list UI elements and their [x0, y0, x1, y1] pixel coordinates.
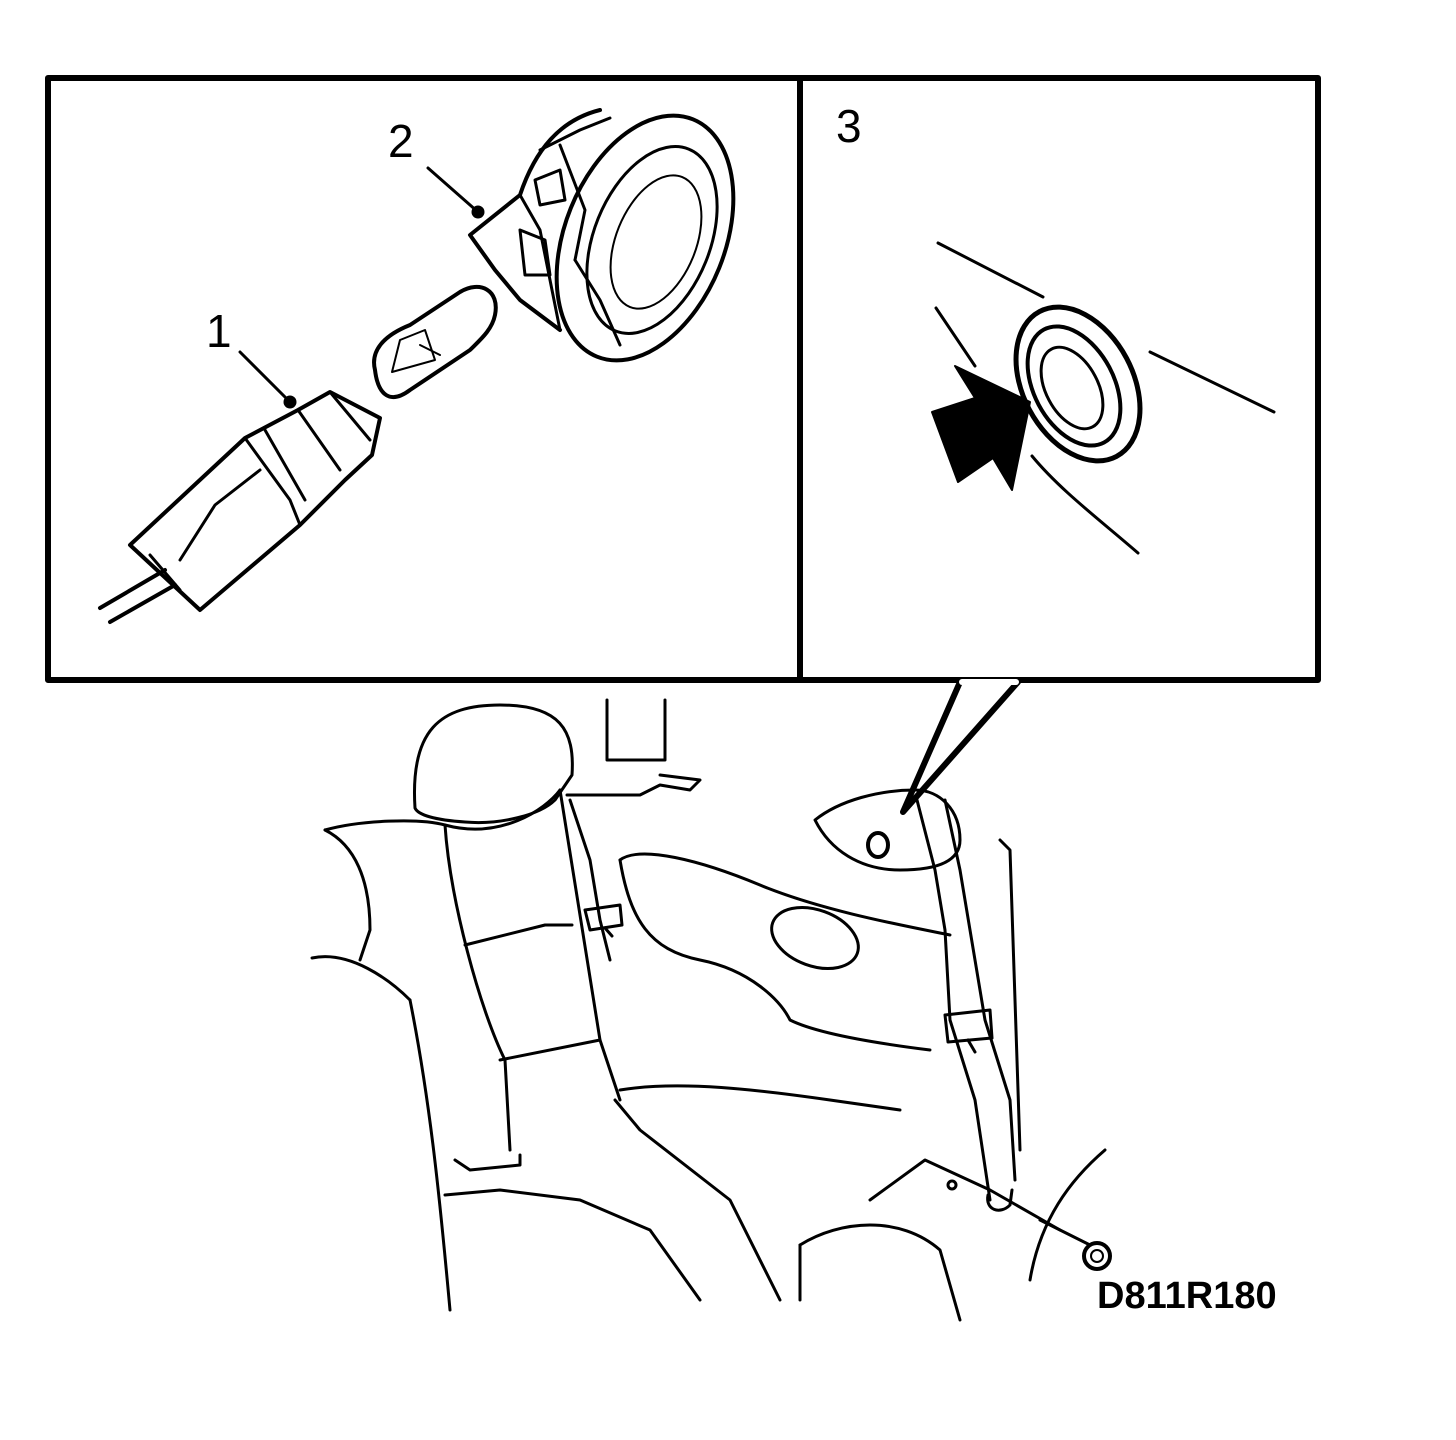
lamp-housing-drawing [468, 108, 736, 363]
installed-lamp-view [931, 241, 1276, 555]
callout-pointer [900, 679, 1021, 815]
leader-lines [238, 166, 485, 409]
callout-label-3: 3 [836, 100, 862, 152]
bulb-holder-drawing [98, 390, 382, 624]
push-arrow-icon [931, 365, 1031, 491]
callout-label-1: 1 [206, 305, 232, 357]
figure-code: D811R180 [1097, 1275, 1277, 1317]
callout-label-2: 2 [388, 115, 414, 167]
right-inset-panel [797, 75, 1321, 683]
car-interior-drawing [310, 698, 1112, 1322]
bulb-drawing [372, 285, 498, 400]
